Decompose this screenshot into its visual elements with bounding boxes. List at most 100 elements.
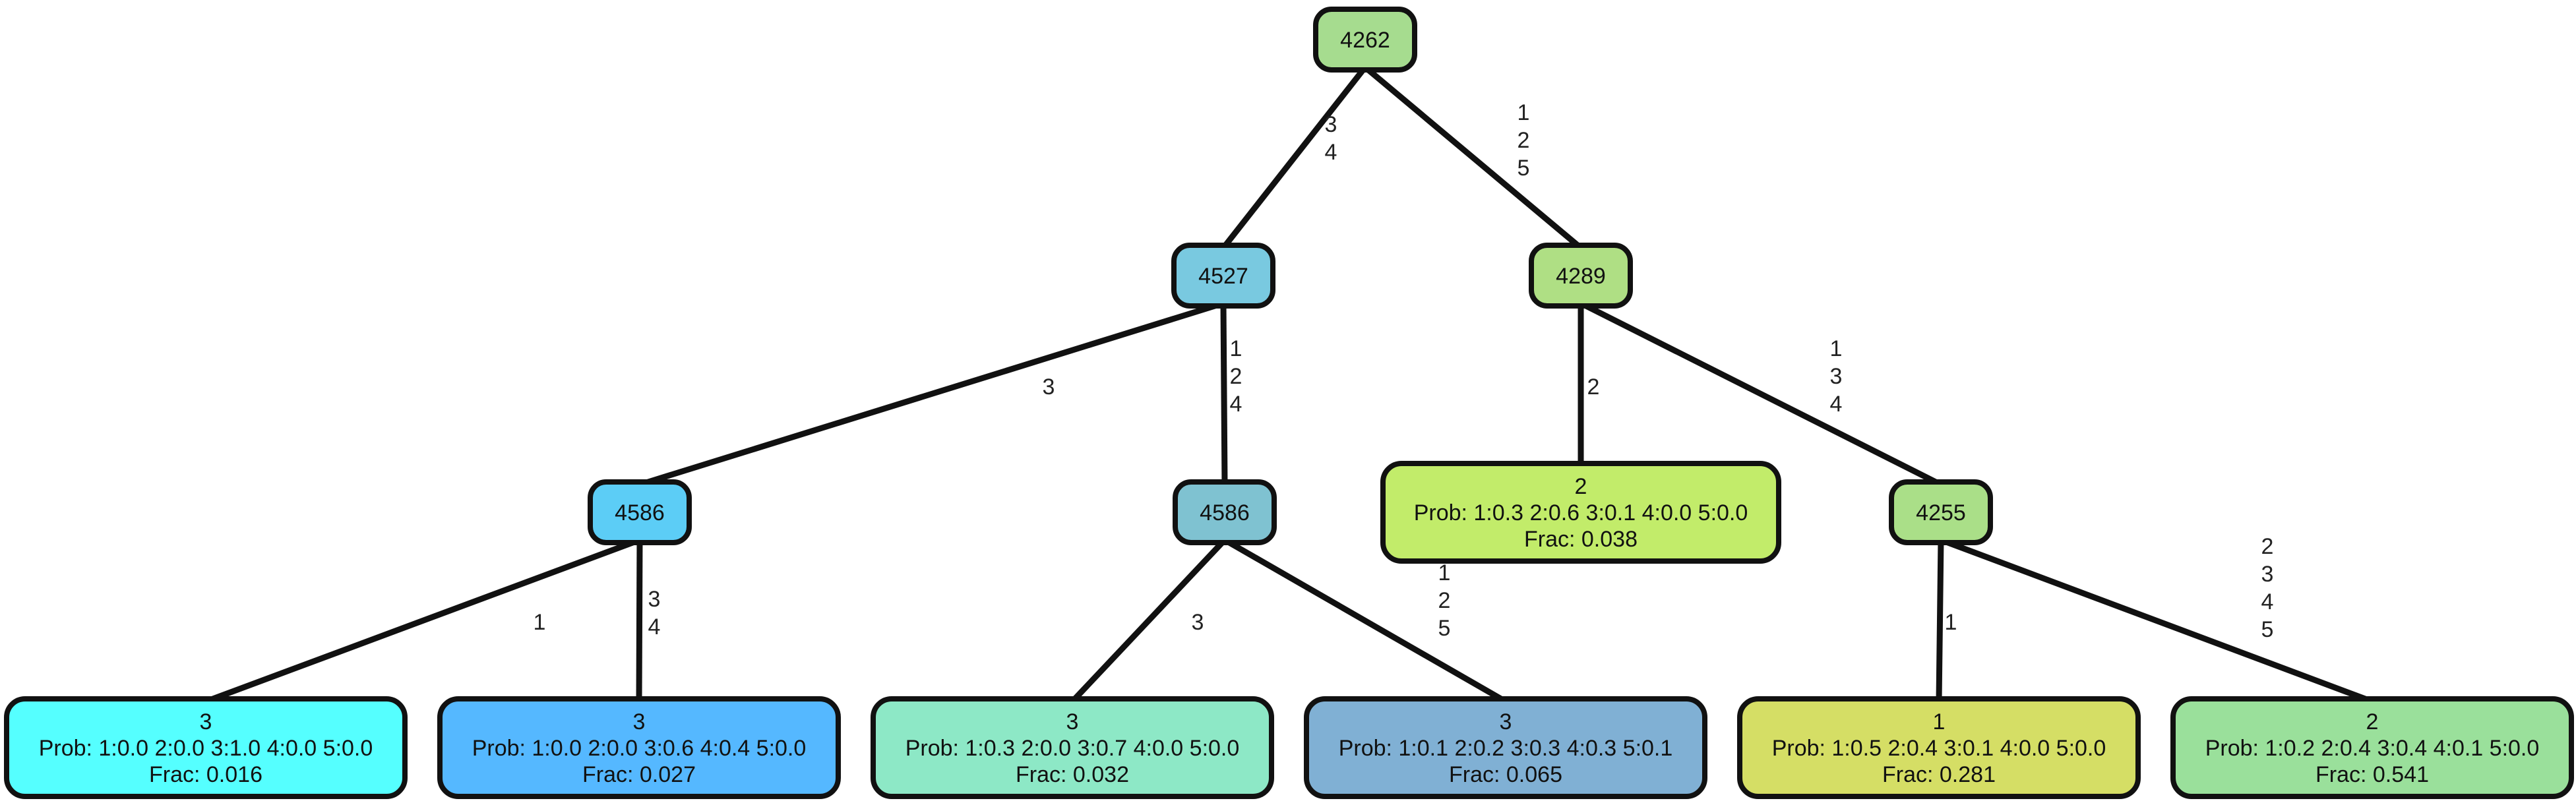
node-prob-text: Prob: 1:0.2 2:0.4 3:0.4 4:0.1 5:0.0 xyxy=(2205,736,2540,761)
node-box xyxy=(1529,243,1633,309)
node-class-text: 2 xyxy=(2366,709,2379,734)
node-frac-text: Frac: 0.016 xyxy=(149,762,262,787)
edge-label-line: 2 xyxy=(2261,534,2274,559)
edge-label-line: 1 xyxy=(1230,336,1242,361)
edge-label-line: 4 xyxy=(2261,589,2274,614)
node-prob-text: Prob: 1:0.0 2:0.0 3:0.6 4:0.4 5:0.0 xyxy=(472,736,807,761)
node-frac-text: Frac: 0.065 xyxy=(1449,762,1562,787)
node-frac-text: Frac: 0.032 xyxy=(1016,762,1129,787)
node-box xyxy=(437,696,841,799)
node-frac-text: Frac: 0.541 xyxy=(2315,762,2429,787)
edge-n4255-to-leaf6 xyxy=(1940,537,2374,705)
edge-label-line: 3 xyxy=(1325,112,1337,137)
edge-label-line: 2 xyxy=(1518,128,1530,153)
node-box xyxy=(4,696,408,799)
edge-label-line: 1 xyxy=(1438,560,1451,585)
node-label-text: 4255 xyxy=(1916,500,1966,525)
node-label-text: 4262 xyxy=(1340,28,1390,53)
node-box xyxy=(1313,7,1417,73)
edge-label-line: 1 xyxy=(1830,336,1843,361)
edge-n4262-to-n4289 xyxy=(1363,65,1583,251)
edge-label-line: 5 xyxy=(2261,617,2274,642)
node-prob-text: Prob: 1:0.1 2:0.2 3:0.3 4:0.3 5:0.1 xyxy=(1339,736,1673,761)
edge-label-line: 4 xyxy=(1325,140,1337,165)
node-box xyxy=(1380,461,1781,564)
edge-label-line: 4 xyxy=(648,614,661,640)
edge-label-line: 4 xyxy=(1830,392,1843,417)
split-node-n4289: 4289 xyxy=(1529,243,1633,309)
edge-label-n4586a-to-leaf1: 1 xyxy=(534,610,546,635)
node-box xyxy=(1737,696,2141,799)
edge-label-n4289-to-leaf_c2: 2 xyxy=(1587,374,1600,400)
edge-label-n4527-to-n4586a: 3 xyxy=(1043,374,1055,400)
node-label-text: 4289 xyxy=(1556,264,1606,289)
edge-n4527-to-n4586b xyxy=(1220,303,1228,485)
edge-label-line: 4 xyxy=(1230,392,1242,417)
node-box xyxy=(588,479,692,545)
node-label-text: 4527 xyxy=(1198,264,1248,289)
edge-n4255-to-leaf5 xyxy=(1936,539,1944,702)
edge-n4586b-to-leaf4 xyxy=(1223,537,1508,704)
node-class-text: 3 xyxy=(1500,709,1512,734)
node-box xyxy=(1304,696,1707,799)
node-frac-text: Frac: 0.281 xyxy=(1882,762,1996,787)
edge-label-line: 3 xyxy=(2261,562,2274,587)
edge-label-line: 2 xyxy=(1587,374,1600,400)
node-prob-text: Prob: 1:0.3 2:0.6 3:0.1 4:0.0 5:0.0 xyxy=(1414,500,1748,525)
node-class-text: 3 xyxy=(200,709,212,734)
edge-label-line: 1 xyxy=(1945,610,1957,635)
edge-label-n4586b-to-leaf3: 3 xyxy=(1192,610,1204,635)
edge-label-line: 3 xyxy=(1043,374,1055,400)
node-box xyxy=(871,696,1274,799)
node-label-text: 4586 xyxy=(1200,500,1250,525)
node-prob-text: Prob: 1:0.5 2:0.4 3:0.1 4:0.0 5:0.0 xyxy=(1772,736,2106,761)
edges-layer xyxy=(204,65,2374,705)
node-prob-text: Prob: 1:0.3 2:0.0 3:0.7 4:0.0 5:0.0 xyxy=(905,736,1240,761)
edge-n4586b-to-leaf3 xyxy=(1070,537,1227,704)
edge-label-line: 5 xyxy=(1438,616,1451,641)
edge-n4586a-to-leaf2 xyxy=(636,539,643,702)
edge-label-line: 1 xyxy=(534,610,546,635)
edge-n4289-to-n4255 xyxy=(1579,300,1943,488)
edge-label-line: 1 xyxy=(1518,100,1530,125)
node-frac-text: Frac: 0.038 xyxy=(1524,527,1638,552)
node-class-text: 2 xyxy=(1575,474,1587,499)
edge-label-n4255-to-leaf5: 1 xyxy=(1945,610,1957,635)
split-node-n4527: 4527 xyxy=(1171,243,1275,309)
edge-label-line: 5 xyxy=(1518,156,1530,181)
node-prob-text: Prob: 1:0.0 2:0.0 3:1.0 4:0.0 5:0.0 xyxy=(39,736,373,761)
edge-n4262-to-n4527 xyxy=(1221,65,1368,250)
split-node-n4255: 4255 xyxy=(1889,479,1993,545)
node-class-text: 3 xyxy=(1066,709,1079,734)
edge-label-n4586b-to-leaf4: 1 2 5 xyxy=(1438,560,1451,641)
node-frac-text: Frac: 0.027 xyxy=(582,762,696,787)
node-label-text: 4586 xyxy=(615,500,665,525)
split-node-n4586a: 4586 xyxy=(588,479,692,545)
split-node-n4586b: 4586 xyxy=(1173,479,1277,545)
node-box xyxy=(1173,479,1277,545)
edge-label-line: 2 xyxy=(1438,588,1451,613)
edge-label-line: 3 xyxy=(1192,610,1204,635)
node-box xyxy=(2170,696,2574,799)
node-box xyxy=(1889,479,1993,545)
edge-n4527-to-n4586a xyxy=(638,300,1225,488)
node-box xyxy=(1171,243,1275,309)
edge-label-n4262-to-n4289: 1 2 5 xyxy=(1518,100,1530,181)
edge-label-line: 3 xyxy=(648,587,661,612)
node-class-text: 3 xyxy=(633,709,646,734)
edge-n4586a-to-leaf1 xyxy=(204,537,641,705)
node-class-text: 1 xyxy=(1933,709,1946,734)
